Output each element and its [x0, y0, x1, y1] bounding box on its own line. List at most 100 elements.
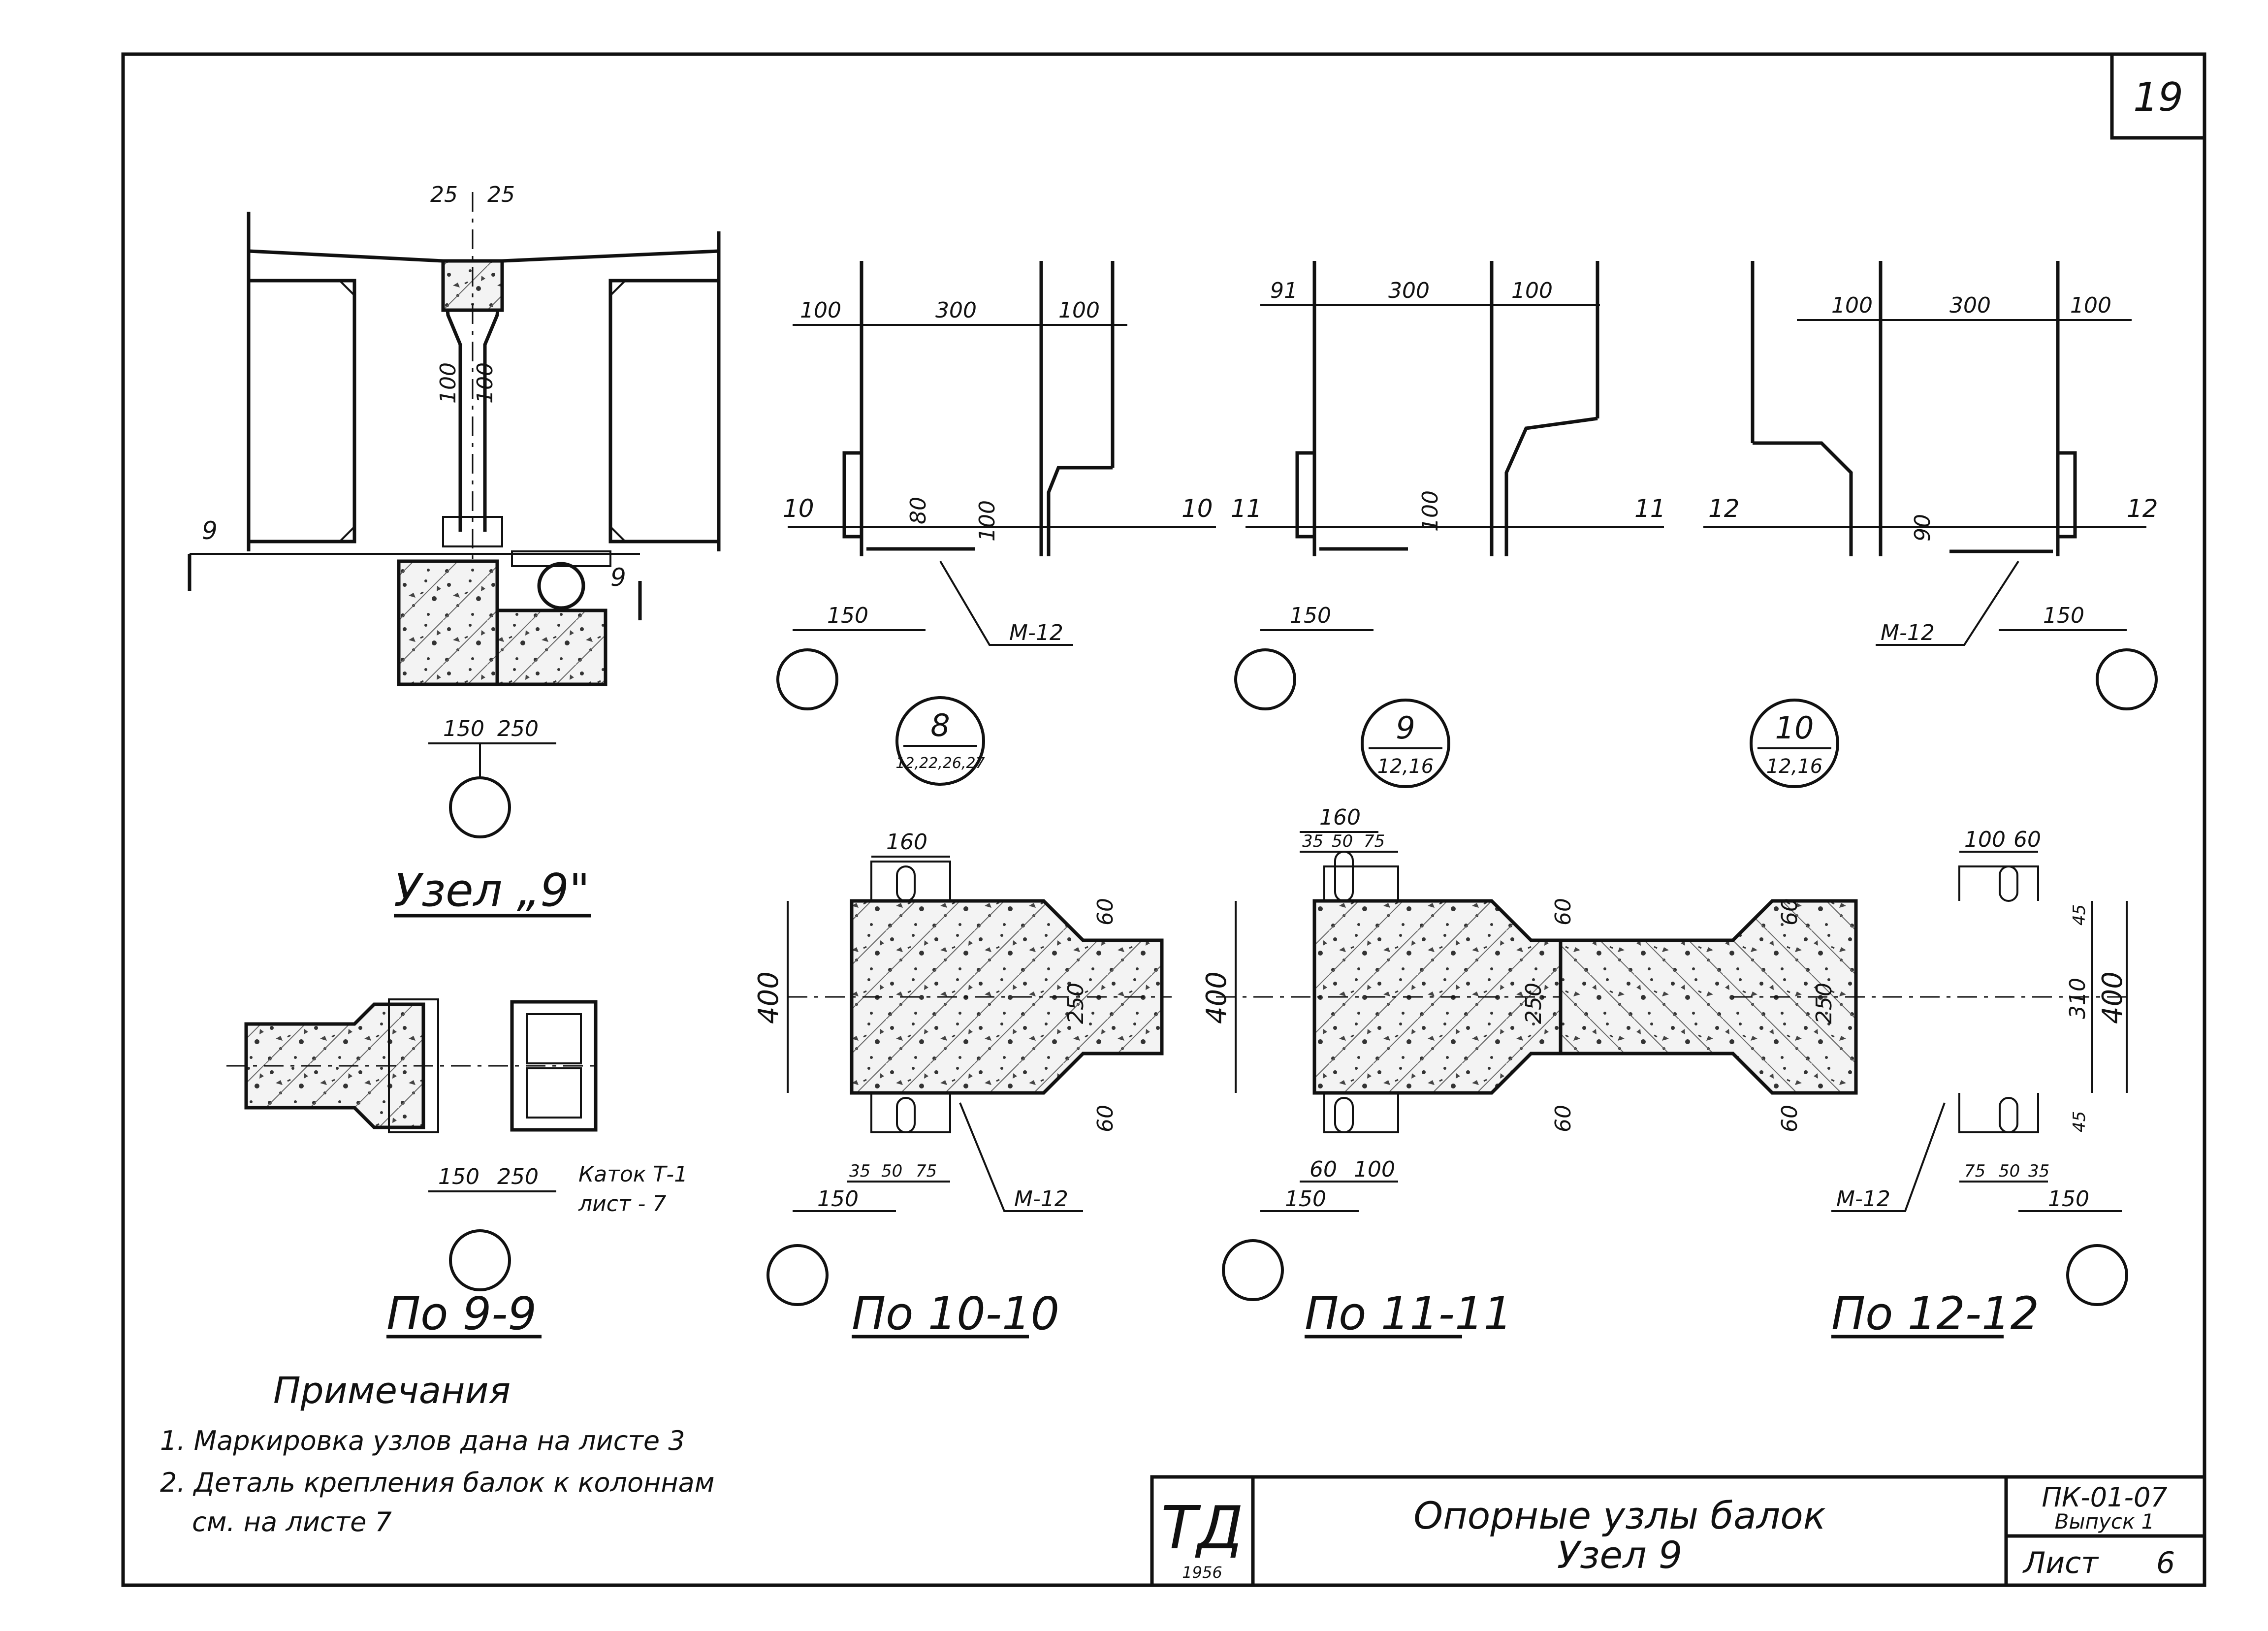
- plate-outline-11: [1323, 865, 1399, 1133]
- section11-caption: По 11-11: [1305, 1287, 1512, 1340]
- elevation-11: 91 300 100 100 11 11 150: [1231, 261, 1666, 710]
- elev10-dim-100c: 100: [975, 500, 1000, 542]
- ref-bubble-10-bottom: 12,16: [1766, 755, 1823, 778]
- left-beam-end: [247, 279, 356, 544]
- axis-bubble-node9: [449, 776, 511, 838]
- sec10-dim-60a: 60: [1093, 898, 1118, 926]
- sec10-dim-75: 75: [916, 1161, 937, 1181]
- note-2: 2. Деталь крепления балок к колоннам: [160, 1467, 715, 1498]
- sec12-dim-60a: 60: [1777, 898, 1802, 926]
- sec11-dim-60a: 60: [1551, 898, 1576, 926]
- sec12-dim-250: 250: [1812, 983, 1837, 1024]
- roller: [537, 562, 585, 610]
- roller-plate: [511, 550, 611, 567]
- sec12-dim-50: 50: [1999, 1161, 2020, 1181]
- elev10-dim-300: 300: [935, 298, 977, 323]
- elev10-m12: М-12: [1009, 620, 1063, 645]
- elev12-dim-100: 100: [1831, 293, 1873, 318]
- elev12-leader: [1876, 560, 2019, 646]
- sec12-dim-45a: 45: [2070, 904, 2089, 926]
- sec11-dim-60c: 60: [1310, 1157, 1337, 1182]
- elev11-dim-100: 100: [1511, 278, 1553, 303]
- sec11-dim-50: 50: [1332, 831, 1353, 851]
- sec10-leader: [959, 1102, 1083, 1212]
- dim-9-250: 250: [497, 1164, 539, 1189]
- ref-bubble-9-circle: [1361, 699, 1450, 788]
- sheet-frame: [121, 52, 2206, 1587]
- section-9-9: 150 250 Каток Т-1 лист - 7: [226, 998, 688, 1291]
- dim-25a: 25: [430, 182, 458, 207]
- sec11-dim-35: 35: [1302, 831, 1323, 851]
- elev11-dim-100b: 100: [1418, 490, 1443, 532]
- ref-bubble-9: 9 12,16: [1361, 699, 1450, 788]
- node9-elevation: 9 9 25 25 100 100 150 250: [188, 182, 721, 838]
- beam-plan-10: [850, 899, 1164, 1095]
- sec12-m12: М-12: [1836, 1186, 1890, 1212]
- axis-bubble-9-9: [449, 1229, 511, 1291]
- ref-bubble-8-top: 8: [930, 707, 950, 743]
- ref-bubble-10-top: 10: [1775, 710, 1814, 746]
- section-mark-11-right: 11: [1634, 494, 1666, 523]
- slot-bottom-11: [1334, 1097, 1354, 1133]
- elev10-dim-100b: 100: [1058, 298, 1100, 323]
- elev11-axis-bubble: [1234, 648, 1296, 710]
- support-block-low: [495, 608, 607, 686]
- page-number-box: [2110, 52, 2206, 140]
- beam-plan-12: [1559, 899, 1858, 1095]
- sec12-axis-bubble: [2066, 1244, 2128, 1306]
- section-mark-10-left: 10: [783, 494, 814, 523]
- ref-bubble-9-bottom: 12,16: [1377, 755, 1434, 778]
- sec12-dim-310: 310: [2065, 978, 2090, 1019]
- logo-year: 1956: [1182, 1563, 1222, 1582]
- elev10-axis-bubble: [776, 648, 838, 710]
- elev12-axis-bubble: [2096, 648, 2158, 710]
- dim-100a: 100: [436, 362, 461, 404]
- sec12-leader: [1831, 1102, 1946, 1212]
- notes-heading: Примечания: [273, 1370, 511, 1412]
- elev12-m12: М-12: [1881, 620, 1935, 645]
- elev11-plate: [1295, 451, 1316, 539]
- sec11-dim-160: 160: [1319, 805, 1361, 830]
- section12-caption: По 12-12: [1831, 1287, 2039, 1340]
- roller-cell-top: [526, 1013, 582, 1064]
- beam-plan-9: [244, 1002, 425, 1129]
- node9-caption: Узел „9": [394, 864, 590, 917]
- dim-150: 150: [443, 716, 484, 741]
- ref-bubble-10: 10 12,16: [1750, 699, 1839, 788]
- slot-top-11: [1334, 851, 1354, 902]
- title-block: ТД 1956 Опорные узлы балок Узел 9 ПК-01-…: [1150, 1475, 2206, 1587]
- elev11-dim-91: 91: [1270, 278, 1298, 303]
- sec10-dim-150: 150: [817, 1186, 859, 1212]
- note-3: см. на листе 7: [192, 1506, 392, 1537]
- sec12-dim-150: 150: [2048, 1186, 2089, 1212]
- page-number: 19: [2133, 74, 2183, 120]
- section-mark-12-left: 12: [1708, 494, 1740, 523]
- elev12-plate: [2056, 451, 2077, 539]
- plate-outline-12: [1958, 865, 2039, 1133]
- slot-bottom-12: [1999, 1097, 2018, 1133]
- section-10-10: 160 400 60 60 250 35 50 75 150 М-12: [753, 830, 1172, 1306]
- slot-bottom-10: [896, 1097, 916, 1133]
- sec12-dim-75: 75: [1964, 1161, 1985, 1181]
- sec12-dim-45b: 45: [2070, 1111, 2089, 1132]
- right-beam-chamfer: [609, 280, 719, 543]
- sec11-dim-150: 150: [1285, 1186, 1326, 1212]
- section-mark-10-right: 10: [1182, 494, 1213, 523]
- sec12-dim-100: 100: [1964, 827, 2006, 852]
- section10-caption: По 10-10: [852, 1287, 1059, 1340]
- ref-bubble-8-circle: [895, 696, 985, 786]
- doc-code: ПК-01-07: [2042, 1482, 2167, 1513]
- sheet-title-1: Опорные узлы балок: [1413, 1494, 1826, 1537]
- bearing-plate: [442, 516, 503, 547]
- support-block: [397, 559, 499, 686]
- section-12-12: 100 60 60 60 250 45 45 310 400 75 50 35 …: [1559, 827, 2132, 1306]
- elev12-dim-100b: 100: [2070, 293, 2111, 318]
- section9-caption: По 9-9: [386, 1287, 537, 1340]
- elev12-dim-150: 150: [2043, 603, 2084, 628]
- logo-text: ТД: [1161, 1494, 1243, 1563]
- section-mark-12-right: 12: [2127, 494, 2158, 523]
- left-beam-chamfer: [249, 280, 355, 543]
- sec11-dim-100: 100: [1354, 1157, 1395, 1182]
- dim-25b: 25: [487, 182, 515, 207]
- dim-9-150: 150: [438, 1164, 479, 1189]
